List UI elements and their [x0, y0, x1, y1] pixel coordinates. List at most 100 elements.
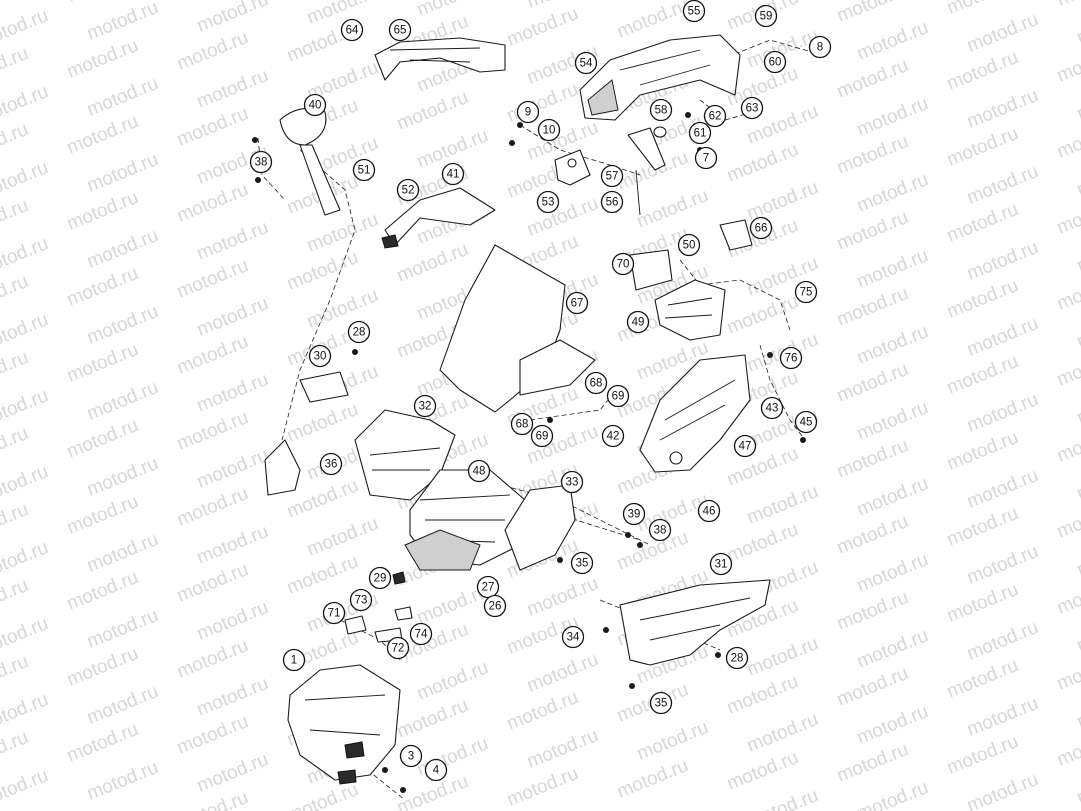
watermark-text: motod.ru [174, 483, 251, 531]
watermark-text: motod.ru [0, 385, 51, 433]
callout-label: 69 [612, 391, 625, 403]
watermark-text: motod.ru [174, 331, 251, 379]
callout-label: 64 [346, 25, 359, 37]
callout-circle [368, 566, 392, 590]
callout-label: 7 [703, 153, 709, 165]
watermark-text: motod.ru [944, 123, 1021, 171]
callout-label: 72 [392, 643, 405, 655]
watermark-text: motod.ru [744, 481, 821, 529]
callout-61: 61 [688, 121, 712, 145]
callout-label: 35 [655, 698, 668, 710]
watermark-text: motod.ru [724, 139, 801, 187]
watermark-text: motod.ru [944, 579, 1021, 627]
callout-49: 49 [626, 310, 650, 334]
callout-62: 62 [703, 104, 727, 128]
callout-56: 56 [600, 190, 624, 214]
watermark-text: motod.ru [744, 785, 821, 811]
watermark-text: motod.ru [964, 161, 1041, 209]
callout-34: 34 [561, 625, 585, 649]
watermark-text: motod.ru [64, 567, 141, 615]
callout-label: 28 [731, 653, 744, 665]
callout-label: 1 [291, 655, 297, 667]
watermark-text: motod.ru [0, 43, 31, 91]
callout-label: 76 [785, 353, 798, 365]
watermark-text: motod.ru [724, 519, 801, 567]
callout-label: 8 [817, 42, 823, 54]
callout-circle [600, 164, 624, 188]
callout-circle [794, 280, 818, 304]
watermark-text: motod.ru [944, 351, 1021, 399]
watermark-text: motod.ru [1054, 419, 1081, 467]
callout-label: 26 [489, 601, 502, 613]
watermark-text: motod.ru [1054, 191, 1081, 239]
callout-73: 73 [349, 588, 373, 612]
callout-35: 35 [649, 691, 673, 715]
watermark-text: motod.ru [174, 255, 251, 303]
callout-circle [441, 162, 465, 186]
callout-label: 29 [374, 573, 387, 585]
callout-circle [352, 158, 376, 182]
watermark-text: motod.ru [834, 739, 911, 787]
callout-circle [396, 178, 420, 202]
callout-label: 35 [576, 558, 589, 570]
callout-label: 66 [755, 223, 768, 235]
callout-label: 51 [358, 165, 371, 177]
watermark-text: motod.ru [64, 415, 141, 463]
callout-33: 33 [560, 470, 584, 494]
callout-circle [249, 150, 273, 174]
watermark-text: motod.ru [394, 239, 471, 287]
watermark-text: motod.ru [834, 511, 911, 559]
callout-circle [694, 146, 718, 170]
callout-label: 68 [516, 419, 529, 431]
watermark-text: motod.ru [964, 237, 1041, 285]
watermark-text: motod.ru [1074, 77, 1081, 125]
watermark-text: motod.ru [1054, 267, 1081, 315]
callout-39: 39 [622, 502, 646, 526]
callout-circle [536, 190, 560, 214]
callout-68: 68 [510, 412, 534, 436]
callout-68: 68 [584, 371, 608, 395]
callout-circle [570, 551, 594, 575]
callout-circle [763, 50, 787, 74]
callout-circle [754, 4, 778, 28]
callout-71: 71 [322, 601, 346, 625]
callout-circle [601, 424, 625, 448]
callout-circle [611, 252, 635, 276]
fasteners [252, 112, 806, 793]
callout-circle [733, 434, 757, 458]
callout-circle [560, 470, 584, 494]
callout-52: 52 [396, 178, 420, 202]
watermark-text: motod.ru [84, 757, 161, 805]
callout-label: 41 [447, 169, 460, 181]
callout-circle [649, 98, 673, 122]
watermark-text: motod.ru [0, 5, 51, 53]
watermark-text: motod.ru [194, 521, 271, 569]
watermark-text: motod.ru [1074, 153, 1081, 201]
watermark-text: motod.ru [174, 27, 251, 75]
watermark-text: motod.ru [174, 179, 251, 227]
watermark-text: motod.ru [834, 587, 911, 635]
callout-38: 38 [648, 518, 672, 542]
watermark-text: motod.ru [174, 711, 251, 759]
callout-label: 58 [655, 105, 668, 117]
callout-30: 30 [308, 344, 332, 368]
callout-36: 36 [319, 452, 343, 476]
callout-42: 42 [601, 424, 625, 448]
callout-label: 54 [580, 58, 593, 70]
callout-48: 48 [467, 459, 491, 483]
watermark-text: motod.ru [394, 87, 471, 135]
callout-label: 67 [571, 298, 584, 310]
callout-label: 59 [760, 11, 773, 23]
watermark-text: motod.ru [944, 731, 1021, 779]
watermark-text: motod.ru [944, 275, 1021, 323]
callout-43: 43 [760, 396, 784, 420]
watermark-text: motod.ru [504, 79, 581, 127]
watermark-text: motod.ru [84, 377, 161, 425]
watermark-text: motod.ru [1054, 495, 1081, 543]
watermark-text: motod.ru [524, 649, 601, 697]
callout-31: 31 [709, 552, 733, 576]
callout-circle [584, 371, 608, 395]
watermark-text: motod.ru [944, 655, 1021, 703]
callout-circle [600, 190, 624, 214]
